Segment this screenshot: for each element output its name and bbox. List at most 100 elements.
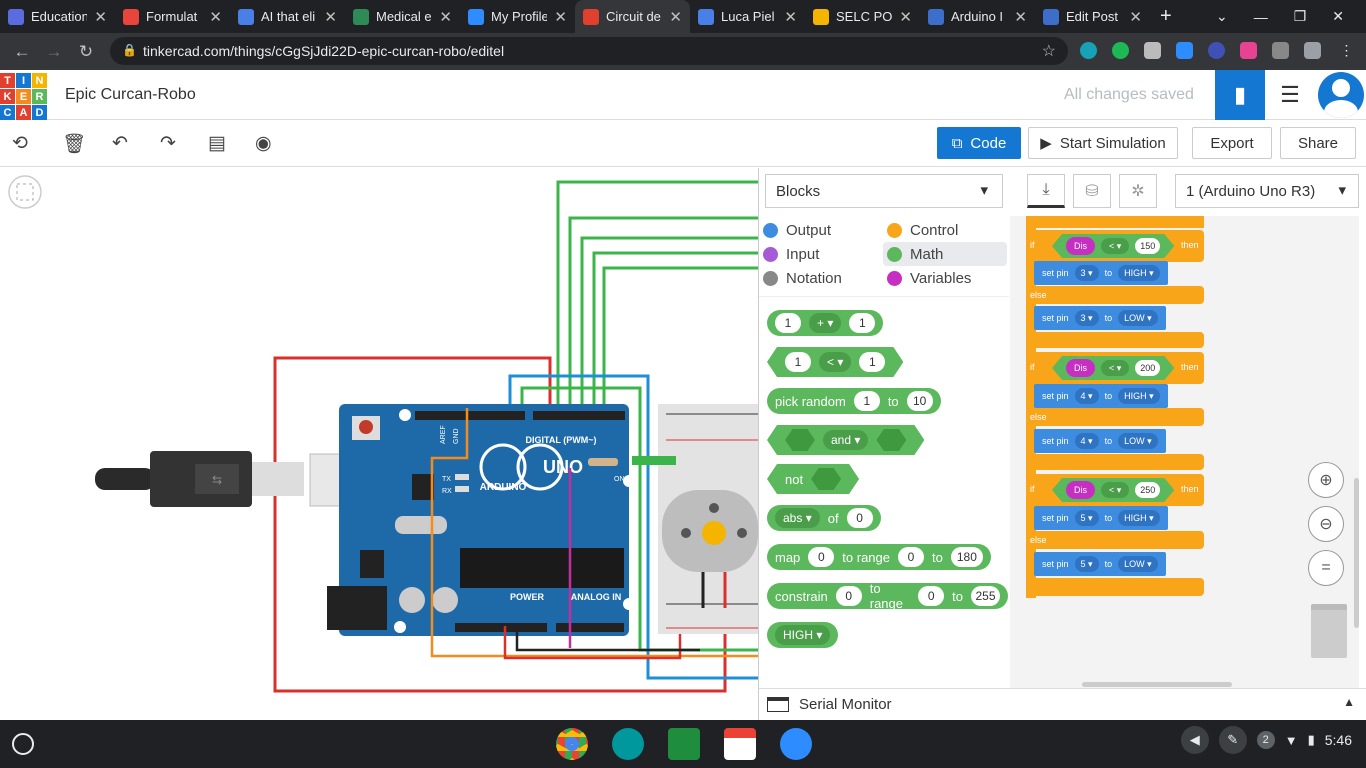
variable-dis[interactable]: Dis (1066, 359, 1095, 377)
browser-tab-active[interactable]: Circuit de✕ (575, 0, 690, 33)
close-icon[interactable]: ✕ (899, 8, 912, 26)
random-to[interactable]: 10 (906, 391, 933, 411)
category-math[interactable]: Math (883, 242, 1007, 266)
operator-dropdown[interactable]: < ▾ (819, 352, 851, 372)
browser-tab[interactable]: Edit Post✕ (1035, 0, 1150, 33)
condition-block[interactable]: Dis< ▾250 (1052, 478, 1174, 502)
start-simulation-button[interactable]: ▶Start Simulation (1028, 127, 1178, 159)
close-icon[interactable]: ✕ (784, 8, 797, 26)
operand-a[interactable]: 1 (775, 313, 801, 333)
state-dropdown[interactable]: HIGH ▾ (1118, 388, 1160, 404)
circuit-view-button[interactable]: ▮ (1215, 70, 1265, 120)
rotate-icon[interactable]: ⟲ (12, 133, 28, 154)
stylus-icon[interactable]: ✎ (1218, 726, 1247, 754)
constrain-value[interactable]: 0 (835, 586, 862, 606)
high-dropdown[interactable]: HIGH ▾ (775, 625, 831, 645)
condition-block[interactable]: Dis< ▾150 (1052, 234, 1174, 258)
if-else-block[interactable] (1026, 348, 1036, 464)
category-variables[interactable]: Variables (883, 266, 971, 290)
browser-tab[interactable]: Education✕ (0, 0, 115, 33)
download-code-button[interactable]: ⤓ (1027, 174, 1065, 208)
close-icon[interactable]: ✕ (1014, 8, 1027, 26)
and-block[interactable]: and ▾ (767, 425, 924, 455)
components-list-icon[interactable]: ☰ (1280, 82, 1300, 107)
browser-tab[interactable]: SELC PO✕ (805, 0, 920, 33)
code-button[interactable]: ⧉Code (937, 127, 1021, 159)
if-else-block[interactable] (1026, 228, 1036, 340)
close-icon[interactable]: ✕ (669, 8, 682, 26)
bookmark-star-icon[interactable]: ☆ (1041, 43, 1056, 60)
chevron-up-icon[interactable]: ▲ (1343, 695, 1355, 709)
compare-block[interactable]: 1 < ▾ 1 (767, 347, 903, 377)
operand-b[interactable]: 1 (859, 352, 885, 372)
close-icon[interactable]: ✕ (554, 8, 567, 26)
extension-icon[interactable] (1144, 42, 1161, 59)
minimize-icon[interactable]: — (1253, 8, 1268, 25)
chrome-icon[interactable] (556, 728, 588, 760)
avatar[interactable] (1316, 70, 1366, 120)
tinkercad-logo[interactable]: T I N K E R C A D (0, 73, 47, 120)
close-icon[interactable]: ✕ (1129, 8, 1142, 26)
export-button[interactable]: Export (1192, 127, 1272, 159)
close-window-icon[interactable]: ✕ (1332, 8, 1344, 24)
pin-dropdown[interactable]: 4 ▾ (1074, 433, 1099, 449)
abs-value[interactable]: 0 (846, 508, 873, 528)
vertical-scrollbar[interactable] (1354, 478, 1359, 628)
pin-dropdown[interactable]: 3 ▾ (1074, 265, 1099, 281)
variable-dis[interactable]: Dis (1066, 481, 1095, 499)
extension-icon[interactable] (1208, 42, 1225, 59)
menu-dots-icon[interactable]: ⋮ (1339, 42, 1354, 58)
map-from[interactable]: 0 (898, 547, 924, 567)
browser-tab[interactable]: Arduino I✕ (920, 0, 1035, 33)
zoom-out-button[interactable]: ⊖ (1308, 506, 1344, 542)
state-dropdown[interactable]: HIGH ▾ (1118, 265, 1160, 281)
constrain-to[interactable]: 255 (971, 586, 1000, 606)
redo-icon[interactable]: ↷ (160, 133, 176, 154)
debugger-button[interactable]: ✲ (1119, 174, 1157, 208)
device-select[interactable]: 1 (Arduino Uno R3)▾ (1175, 174, 1359, 208)
random-from[interactable]: 1 (853, 391, 880, 411)
operand-a[interactable]: 1 (785, 352, 811, 372)
reload-icon[interactable]: ↻ (78, 41, 94, 61)
notification-count[interactable]: 2 (1256, 731, 1275, 749)
not-block[interactable]: not (767, 464, 859, 494)
add-block[interactable]: 1+ ▾1 (767, 310, 884, 336)
visibility-icon[interactable]: ◉ (255, 133, 272, 154)
code-mode-select[interactable]: Blocks▾ (765, 174, 1003, 208)
category-input[interactable]: Input (759, 242, 819, 266)
high-block[interactable]: HIGH ▾ (767, 622, 839, 648)
media-controls-icon[interactable]: ◀ (1180, 726, 1209, 754)
category-output[interactable]: Output (759, 218, 831, 242)
variable-dis[interactable]: Dis (1066, 237, 1095, 255)
category-notation[interactable]: Notation (759, 266, 842, 290)
state-dropdown[interactable]: LOW ▾ (1118, 310, 1158, 326)
share-button[interactable]: Share (1280, 127, 1356, 159)
constrain-from[interactable]: 0 (918, 586, 945, 606)
gmail-icon[interactable] (724, 728, 756, 760)
pin-dropdown[interactable]: 3 ▾ (1074, 310, 1099, 326)
forward-icon[interactable]: → (45, 41, 63, 61)
condition-block[interactable]: Dis< ▾200 (1052, 356, 1174, 380)
browser-tab[interactable]: AI that eli✕ (230, 0, 345, 33)
pin-dropdown[interactable]: 5 ▾ (1074, 556, 1099, 572)
new-tab-icon[interactable]: + (1160, 5, 1172, 27)
tab-search-icon[interactable]: ⌄ (1215, 8, 1228, 24)
serial-monitor-bar[interactable]: Serial Monitor ▲ (759, 688, 1366, 720)
arduino-icon[interactable] (612, 728, 644, 760)
state-dropdown[interactable]: LOW ▾ (1118, 433, 1158, 449)
browser-tab[interactable]: Formulat✕ (115, 0, 230, 33)
extension-icon[interactable] (1272, 42, 1289, 59)
operator-dropdown[interactable]: + ▾ (809, 313, 842, 333)
status-tray[interactable]: ◀ ✎ 2 ▼ ▮ 5:46 (1180, 726, 1366, 754)
state-dropdown[interactable]: HIGH ▾ (1118, 510, 1160, 526)
